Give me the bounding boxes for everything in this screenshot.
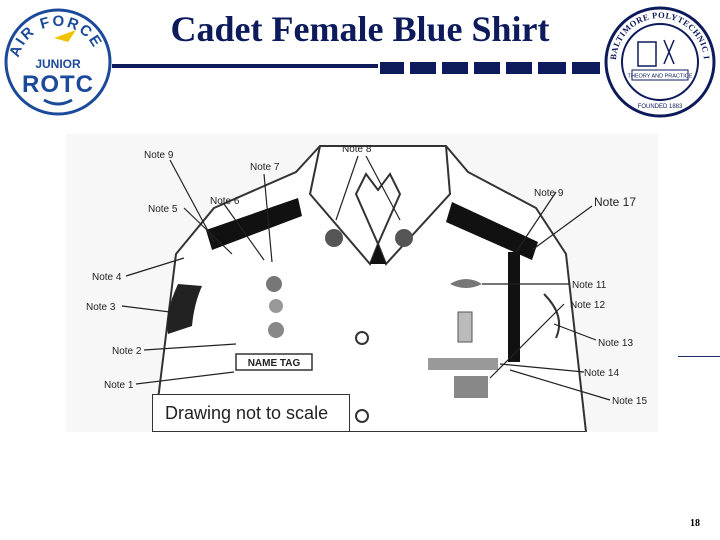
ribbon-icon <box>458 312 472 342</box>
note-9-right: Note 9 <box>534 188 564 199</box>
note-12: Note 12 <box>570 300 605 311</box>
note-6: Note 6 <box>210 196 240 207</box>
note-8: Note 8 <box>342 144 372 155</box>
badge-icon <box>269 299 283 313</box>
note-5: Note 5 <box>148 204 178 215</box>
right-collar-insignia <box>395 229 413 247</box>
seal-founded-text: FOUNDED 1883 <box>638 104 683 110</box>
note-2: Note 2 <box>112 346 142 357</box>
seal-band-text: THEORY AND PRACTICE <box>628 74 693 80</box>
logo-bottom-text: ROTC <box>22 71 94 98</box>
bpi-seal-logo: BALTIMORE POLYTECHNIC INSTITUTE THEORY A… <box>604 6 716 118</box>
afjrotc-logo: AIR FORCE JUNIOR ROTC <box>4 8 112 116</box>
note-3: Note 3 <box>86 302 116 313</box>
note-11: Note 11 <box>572 280 607 291</box>
note-15: Note 15 <box>612 396 647 407</box>
note-13: Note 13 <box>598 338 633 349</box>
note-9-left: Note 9 <box>144 150 174 161</box>
note-1: Note 1 <box>104 380 134 391</box>
note-17: Note 17 <box>594 195 636 209</box>
badge-icon <box>454 376 488 398</box>
slide-title: Cadet Female Blue Shirt <box>140 8 580 50</box>
left-collar-insignia <box>325 229 343 247</box>
shoulder-cord <box>508 252 520 362</box>
shirt-diagram: NAME TAG <box>66 134 658 432</box>
note-7: Note 7 <box>250 162 280 173</box>
title-rule <box>112 62 606 76</box>
note-4: Note 4 <box>92 272 122 283</box>
page-number: 18 <box>690 518 700 529</box>
side-rule <box>678 356 720 357</box>
figure-caption: Drawing not to scale <box>152 394 350 432</box>
badge-icon <box>266 276 282 292</box>
ribbon-bar <box>428 358 498 370</box>
badge-icon <box>268 322 284 338</box>
note-14: Note 14 <box>584 368 619 379</box>
name-tag-label: NAME TAG <box>248 358 301 369</box>
logo-middle-text: JUNIOR <box>35 57 81 71</box>
shirt-outline <box>154 146 586 432</box>
